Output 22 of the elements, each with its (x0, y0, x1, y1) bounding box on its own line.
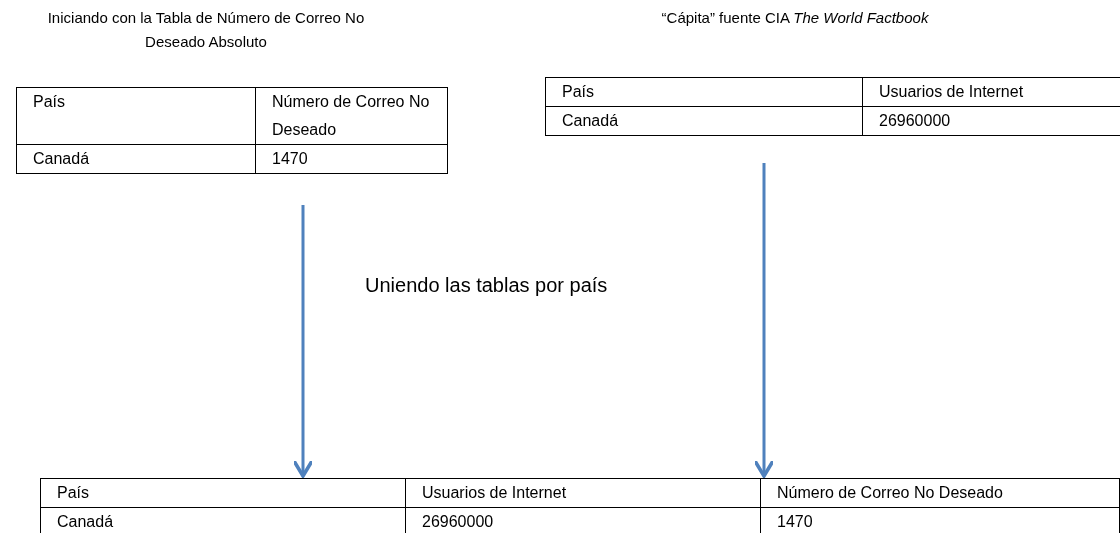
table-caption: Iniciando con la Tabla de Número de Correo No Deseado Absoluto (46, 8, 366, 52)
table-cell: Canadá (41, 508, 406, 533)
table-cell: País (546, 78, 863, 107)
table-cell: Canadá (17, 145, 256, 173)
arrow (753, 163, 775, 478)
table-cell: Número de Correo No Deseado (761, 479, 1119, 508)
data-table (40, 478, 1120, 533)
table-cell: Canadá (546, 107, 863, 135)
table-caption: “Cápita” fuente CIA The World Factbook (660, 8, 930, 28)
table-cell-text: 1470 (776, 512, 814, 532)
table-cell: Usuarios de Internet (863, 78, 1120, 107)
table-cell: 26960000 (406, 508, 761, 533)
table-cell: País (17, 88, 256, 145)
table-cell: País (41, 479, 406, 508)
data-table (16, 87, 448, 174)
data-table (545, 77, 1120, 136)
table-cell: Usuarios de Internet (406, 479, 761, 508)
arrow (292, 205, 314, 478)
annotation-text: Uniendo las tablas por país (365, 273, 608, 298)
table-cell: Número de Correo No Deseado (256, 88, 447, 145)
table-cell-text: 26960000 (878, 111, 952, 131)
table-cell-text: 1470 (271, 149, 309, 169)
